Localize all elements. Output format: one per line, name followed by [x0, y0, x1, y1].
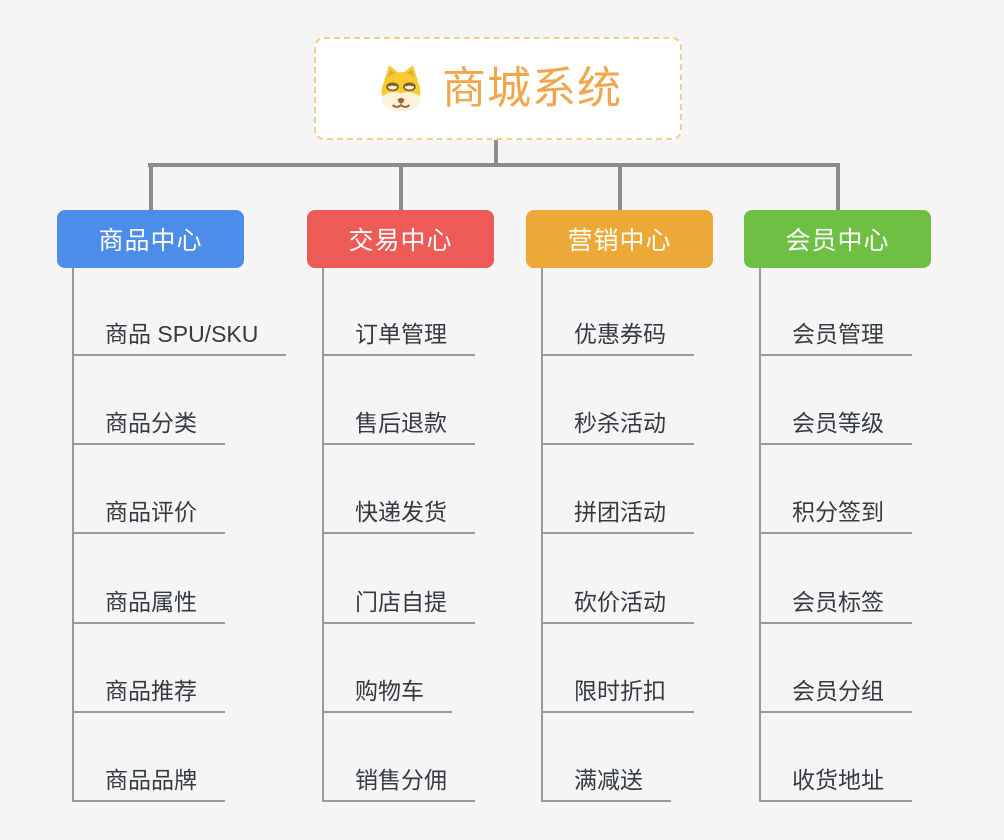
mindmap-item-marketing-center-4[interactable]: 限时折扣 — [541, 665, 694, 713]
mindmap-item-product-center-0[interactable]: 商品 SPU/SKU — [72, 308, 287, 356]
mindmap-item-trade-center-5[interactable]: 销售分佣 — [322, 754, 475, 802]
mindmap-item-trade-center-4[interactable]: 购物车 — [322, 665, 452, 713]
mindmap-item-trade-center-1[interactable]: 售后退款 — [322, 397, 475, 445]
root-title: 商城系统 — [442, 63, 622, 113]
root-node[interactable]: 商城系统 — [314, 37, 682, 140]
mindmap-item-marketing-center-3[interactable]: 砍价活动 — [541, 576, 694, 624]
sub-branch-vertical-line — [322, 268, 324, 802]
mindmap-item-product-center-2[interactable]: 商品评价 — [72, 486, 225, 534]
branch-node-member-center[interactable]: 会员中心 — [744, 210, 931, 268]
mindmap-item-product-center-4[interactable]: 商品推荐 — [72, 665, 225, 713]
mindmap-item-product-center-5[interactable]: 商品品牌 — [72, 754, 225, 802]
mindmap-item-marketing-center-0[interactable]: 优惠券码 — [541, 308, 694, 356]
branch-horizontal-line — [148, 163, 840, 167]
mindmap-item-trade-center-0[interactable]: 订单管理 — [322, 308, 475, 356]
mindmap-item-member-center-5[interactable]: 收货地址 — [759, 754, 912, 802]
mindmap-item-member-center-0[interactable]: 会员管理 — [759, 308, 912, 356]
mindmap-item-member-center-2[interactable]: 积分签到 — [759, 486, 912, 534]
mindmap-item-trade-center-2[interactable]: 快递发货 — [322, 486, 475, 534]
mindmap-item-product-center-3[interactable]: 商品属性 — [72, 576, 225, 624]
branch-node-trade-center[interactable]: 交易中心 — [307, 210, 494, 268]
branch-drop-line — [398, 163, 403, 210]
mindmap-item-trade-center-3[interactable]: 门店自提 — [322, 576, 475, 624]
branch-drop-line — [148, 163, 153, 210]
shiba-dog-icon — [374, 62, 428, 116]
sub-branch-vertical-line — [541, 268, 543, 802]
sub-branch-vertical-line — [759, 268, 761, 802]
root-stem-line — [494, 140, 498, 163]
mindmap-item-member-center-3[interactable]: 会员标签 — [759, 576, 912, 624]
mindmap-item-marketing-center-5[interactable]: 满减送 — [541, 754, 671, 802]
mindmap-item-marketing-center-2[interactable]: 拼团活动 — [541, 486, 694, 534]
mindmap-item-member-center-4[interactable]: 会员分组 — [759, 665, 912, 713]
branch-node-marketing-center[interactable]: 营销中心 — [526, 210, 713, 268]
mindmap-item-member-center-1[interactable]: 会员等级 — [759, 397, 912, 445]
sub-branch-vertical-line — [72, 268, 74, 802]
mindmap-item-product-center-1[interactable]: 商品分类 — [72, 397, 225, 445]
branch-drop-line — [617, 163, 622, 210]
mindmap-item-marketing-center-1[interactable]: 秒杀活动 — [541, 397, 694, 445]
branch-node-product-center[interactable]: 商品中心 — [57, 210, 244, 268]
branch-drop-line — [835, 163, 840, 210]
